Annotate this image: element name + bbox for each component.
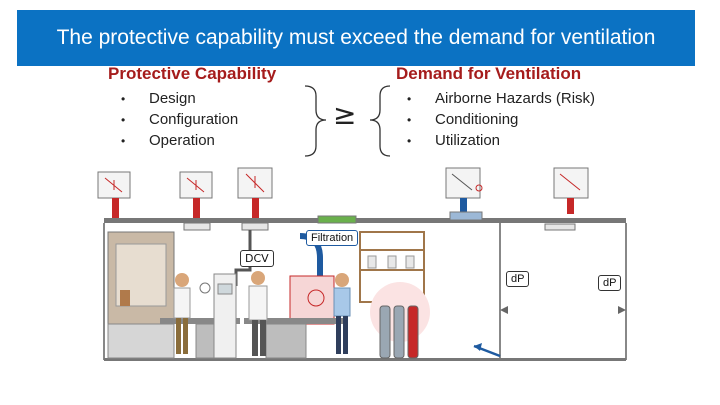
snorkel-hood (289, 275, 335, 325)
list-item: •Airborne Hazards (Risk) (407, 90, 596, 107)
list-item: •Configuration (121, 111, 239, 128)
lab-bench-left (160, 318, 240, 324)
list-item: •Design (121, 90, 196, 107)
page-title: The protective capability must exceed th… (56, 26, 656, 49)
exhaust-fan-3 (237, 167, 273, 218)
supply-fan-2 (553, 167, 589, 214)
gas-cylinders (370, 282, 430, 359)
exhaust-fan-1 (97, 171, 131, 218)
fume-hood (107, 231, 175, 359)
dcv-label: DCV (240, 250, 274, 267)
supply-fan-1 (445, 167, 483, 214)
person-2 (248, 271, 268, 356)
lab-bench-right (244, 318, 344, 324)
analyzer-cabinet (199, 273, 237, 359)
floor (104, 358, 626, 361)
demand-for-ventilation-heading: Demand for Ventilation (396, 64, 582, 83)
greater-equal-sign: ≥ (333, 98, 357, 131)
dp-label-right: dP (598, 275, 622, 291)
demand-for-ventilation-list: •Airborne Hazards (Risk) •Conditioning •… (407, 88, 595, 151)
title-bar: The protective capability must exceed th… (17, 10, 695, 66)
list-item: •Utilization (407, 132, 501, 149)
protective-capability-list: •Design •Configuration •Operation (121, 88, 238, 151)
person-1 (173, 273, 191, 354)
list-item: •Conditioning (407, 111, 519, 128)
right-bracket (304, 85, 327, 157)
left-bracket (369, 85, 391, 157)
dp-label-left: dP (506, 271, 530, 287)
list-item: •Operation (121, 132, 215, 149)
filtration-label: Filtration (306, 230, 359, 246)
protective-capability-heading: Protective Capability (108, 64, 277, 83)
exhaust-fan-2 (179, 171, 213, 218)
ceiling-diffusers (183, 211, 576, 231)
person-3 (333, 273, 351, 354)
